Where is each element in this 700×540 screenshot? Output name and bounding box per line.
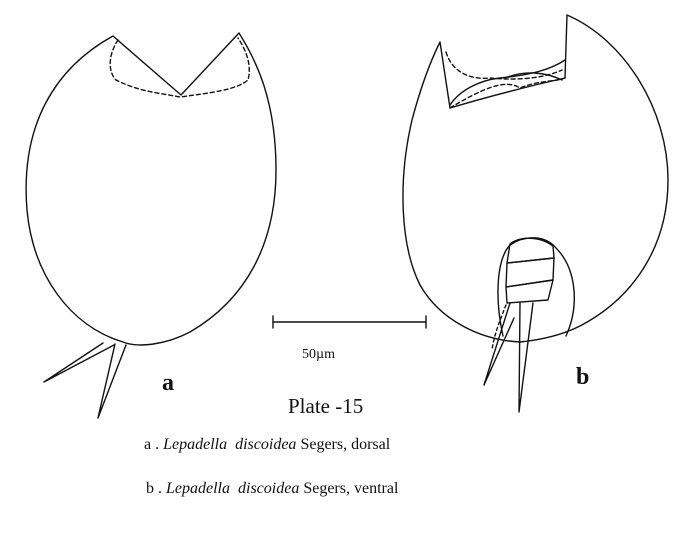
specimen-b-toe-left bbox=[483, 302, 515, 386]
specimen-b-foot-segment-3 bbox=[506, 237, 555, 264]
caption-b-suffix: Segers, ventral bbox=[299, 480, 399, 497]
scale-bar bbox=[272, 315, 427, 329]
plate-title: Plate -15 bbox=[288, 394, 364, 418]
caption-a-prefix: a . bbox=[144, 436, 164, 453]
specimen-b-ventral bbox=[402, 14, 669, 413]
caption-a-suffix: Segers, dorsal bbox=[296, 436, 391, 453]
caption-b-genus: Lepadella bbox=[166, 480, 230, 497]
specimen-b-toe-right bbox=[518, 302, 534, 413]
specimen-a-toe-right bbox=[97, 343, 127, 419]
specimen-b-toe-left-dashed bbox=[491, 304, 507, 351]
specimen-a-toe-left bbox=[43, 342, 115, 383]
caption-b-species: discoidea bbox=[238, 480, 300, 497]
specimen-a-head-notch-dashed bbox=[109, 37, 250, 98]
specimen-b-inner-fold bbox=[504, 72, 563, 81]
caption-a: a . Lepadella discoidea Segers, dorsal bbox=[144, 436, 390, 454]
specimen-b-head-opening bbox=[449, 59, 566, 106]
specimen-b-body-outline bbox=[402, 14, 669, 343]
specimen-a-label: a bbox=[162, 370, 174, 396]
specimen-a-body-outline bbox=[25, 32, 277, 346]
specimen-a-dorsal bbox=[25, 32, 277, 419]
specimen-b-head-notch-dashed bbox=[445, 51, 563, 80]
caption-a-species: discoidea bbox=[235, 436, 297, 453]
specimen-b-label: b bbox=[576, 364, 590, 390]
caption-b-prefix: b . bbox=[146, 480, 166, 497]
caption-a-genus: Lepadella bbox=[163, 436, 228, 453]
specimen-b-foot-segment-2 bbox=[505, 279, 554, 304]
caption-b: b . Lepadella discoidea Segers, ventral bbox=[146, 480, 398, 498]
scale-bar-label: 50µm bbox=[302, 347, 335, 362]
